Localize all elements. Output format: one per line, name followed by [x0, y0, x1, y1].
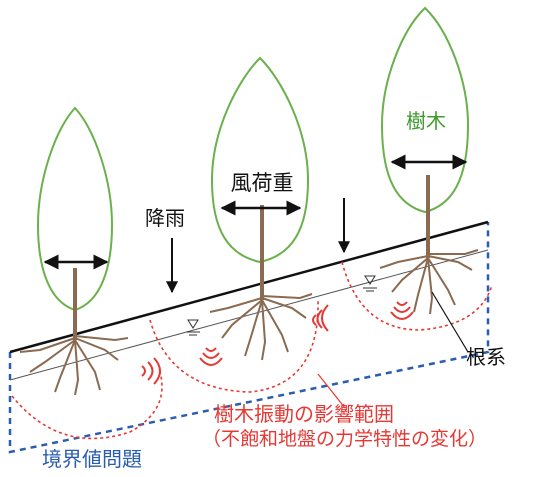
influence-label-line1: 樹木振動の影響範囲	[214, 402, 394, 426]
tree-2	[209, 56, 313, 361]
rainfall-label: 降雨	[145, 206, 185, 230]
influence-zones	[11, 261, 493, 440]
boundary-problem-label: 境界値問題	[42, 447, 142, 471]
water-table-symbol-2	[363, 275, 377, 292]
tree-3-canopy	[380, 6, 470, 214]
tree-label: 樹木	[406, 109, 446, 133]
boundary-region	[8, 222, 490, 454]
water-table	[9, 249, 489, 381]
vibration-marks	[141, 301, 414, 385]
tree-1	[19, 106, 129, 396]
root-system-label: 根系	[466, 345, 506, 369]
wind-load-label: 風荷重	[231, 171, 294, 195]
root-system-leader	[431, 291, 469, 353]
influence-label-line2: （不飽和地盤の力学特性の変化）	[202, 428, 487, 450]
ground-surface	[9, 220, 489, 354]
tree-3	[379, 6, 479, 315]
influence-leader	[317, 373, 346, 409]
water-table-symbol-1	[186, 319, 200, 336]
